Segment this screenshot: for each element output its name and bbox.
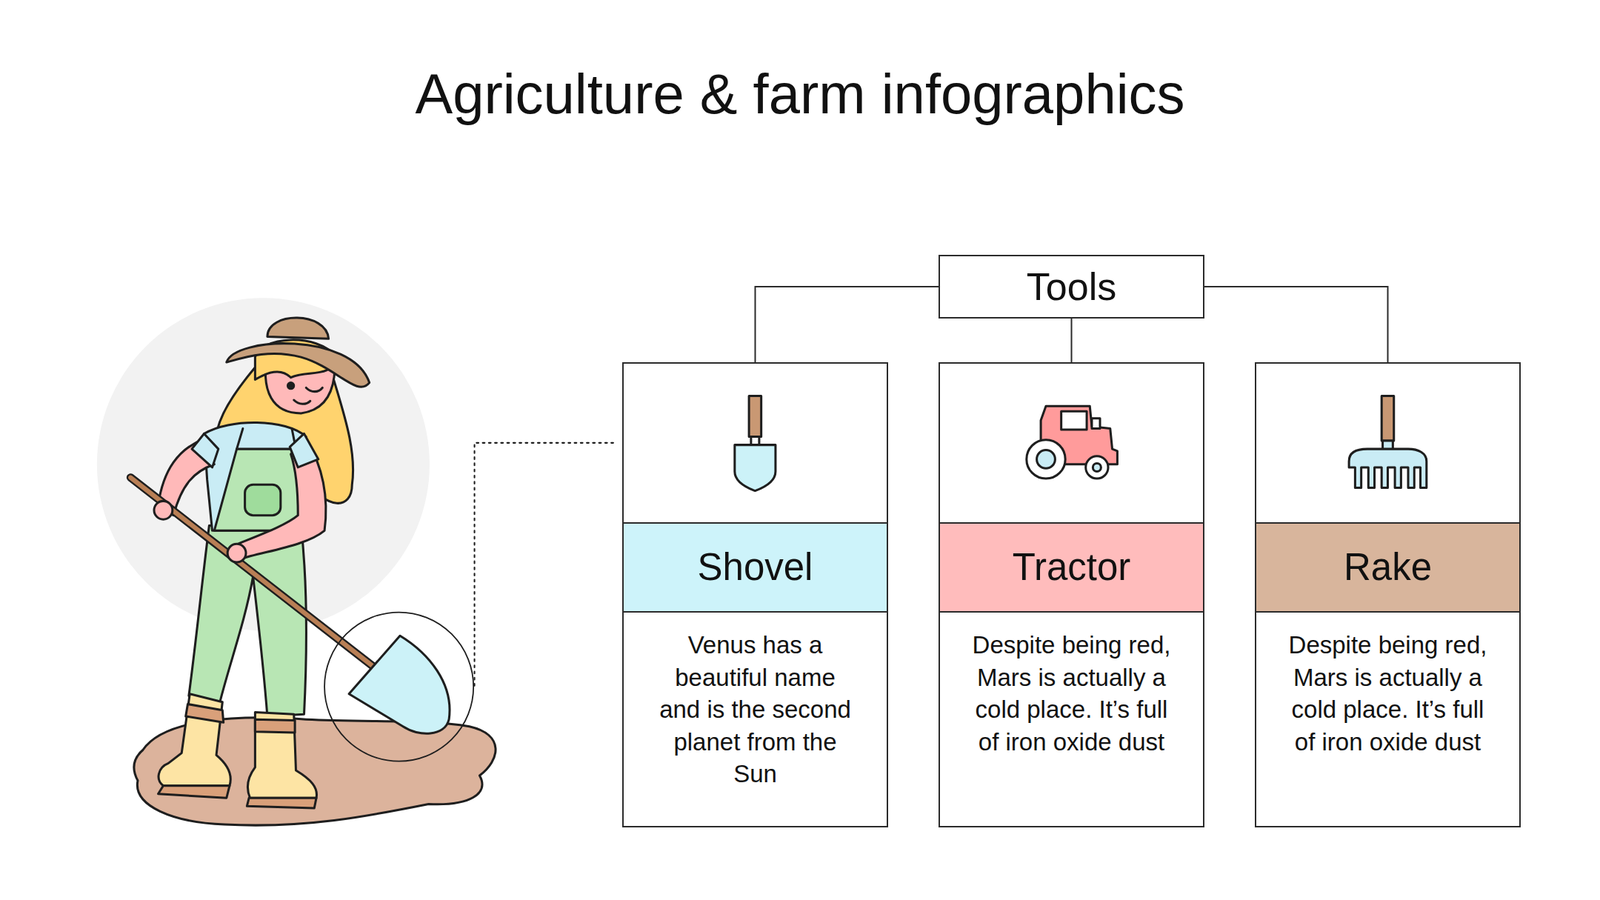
pocket	[245, 484, 281, 515]
eye	[305, 387, 323, 392]
hat-brim	[226, 343, 370, 388]
shovel-icon	[734, 395, 776, 491]
tool-name: Shovel	[623, 522, 887, 613]
eye	[287, 382, 294, 389]
rake-icon	[1348, 395, 1427, 488]
tree-connector	[1204, 286, 1389, 363]
title: Agriculture & farm infographics	[0, 60, 1600, 128]
icon-area	[940, 363, 1203, 523]
category-box: Tools	[938, 254, 1205, 319]
overall-bib	[214, 448, 301, 531]
boot-cuff	[185, 704, 224, 723]
boot-sole	[158, 785, 230, 799]
icon-area	[1256, 363, 1520, 523]
sleeve	[191, 433, 219, 467]
tractor-icon	[1026, 405, 1118, 479]
tool-description: Despite being red, Mars is actually a co…	[1256, 612, 1520, 826]
left-boot	[158, 694, 231, 786]
hat-crown	[267, 317, 329, 339]
category-label: Tools	[940, 256, 1203, 318]
sleeve	[289, 433, 319, 467]
mouth	[294, 400, 311, 404]
leader-line	[474, 442, 618, 686]
boot-cuff	[254, 719, 295, 733]
strap	[237, 428, 297, 450]
shovel-handle-outline	[130, 477, 380, 672]
tree-connector	[1071, 318, 1073, 363]
tool-description: Venus has a beautiful name and is the se…	[623, 612, 887, 826]
tree-connector	[755, 286, 940, 363]
shovel-handle	[130, 477, 380, 672]
boot-sole	[246, 797, 317, 809]
hand	[154, 500, 173, 520]
shovel-blade	[348, 635, 450, 734]
right-boot	[247, 712, 317, 799]
icon-area	[623, 363, 887, 523]
tool-card: ShovelVenus has a beautiful name and is …	[622, 362, 889, 828]
tool-name: Tractor	[940, 522, 1203, 613]
tool-name: Rake	[1256, 522, 1520, 613]
callout-circle	[324, 612, 474, 762]
tool-card: TractorDespite being red, Mars is actual…	[938, 362, 1205, 828]
hand	[227, 543, 246, 563]
tool-card: RakeDespite being red, Mars is actually …	[1254, 362, 1521, 828]
tool-description: Despite being red, Mars is actually a co…	[940, 612, 1203, 826]
